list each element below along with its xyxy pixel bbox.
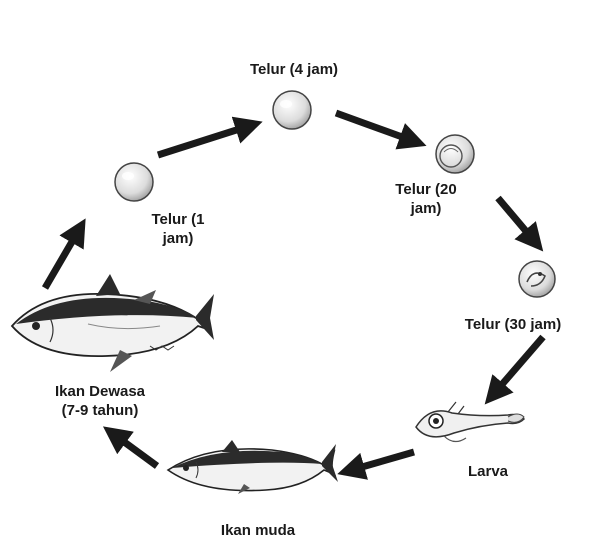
- cycle-arrows: [41, 109, 546, 480]
- arrow-adult-to-egg1: [41, 218, 86, 290]
- larva-icon: [415, 401, 526, 443]
- adult-label-line2: (7-9 tahun): [61, 402, 139, 419]
- egg-20h-icon: [435, 134, 475, 174]
- egg-20h-label: Telur (20 jam): [376, 180, 476, 218]
- arrow-egg20-to-egg30: [495, 195, 544, 252]
- arrow-larva-to-juvenile: [337, 448, 415, 480]
- juvenile-label-text: Ikan muda: [220, 522, 296, 539]
- egg-30h-label-text: Telur (30 jam): [464, 316, 562, 333]
- egg-1h-icon: [114, 162, 154, 202]
- egg-30h-label: Telur (30 jam): [438, 315, 588, 334]
- arrow-egg30-to-larva: [484, 334, 546, 405]
- juvenile-label: Ikan muda: [198, 521, 318, 540]
- arrow-juvenile-to-adult: [102, 426, 160, 469]
- arrow-egg1-to-egg4: [156, 116, 263, 159]
- egg-1h-label-line2: jam): [162, 230, 194, 247]
- egg-4h-label: Telur (4 jam): [234, 60, 354, 79]
- egg-30h-icon: [518, 260, 556, 298]
- adult-label: Ikan Dewasa (7-9 tahun): [30, 382, 170, 420]
- egg-1h-label-line1: Telur (1: [151, 211, 205, 228]
- egg-4h-label-text: Telur (4 jam): [249, 61, 339, 78]
- adult-tuna-icon: [10, 274, 214, 372]
- juvenile-tuna-icon: [166, 440, 338, 494]
- egg-1h-label: Telur (1 jam): [128, 210, 228, 248]
- egg-4h-icon: [272, 90, 312, 130]
- adult-label-line1: Ikan Dewasa: [54, 383, 146, 400]
- egg-20h-label-line1: Telur (20: [395, 181, 457, 198]
- larva-label-text: Larva: [467, 463, 509, 480]
- larva-label: Larva: [448, 462, 528, 481]
- arrow-egg4-to-egg20: [334, 109, 427, 150]
- egg-20h-label-line2: jam): [410, 200, 442, 217]
